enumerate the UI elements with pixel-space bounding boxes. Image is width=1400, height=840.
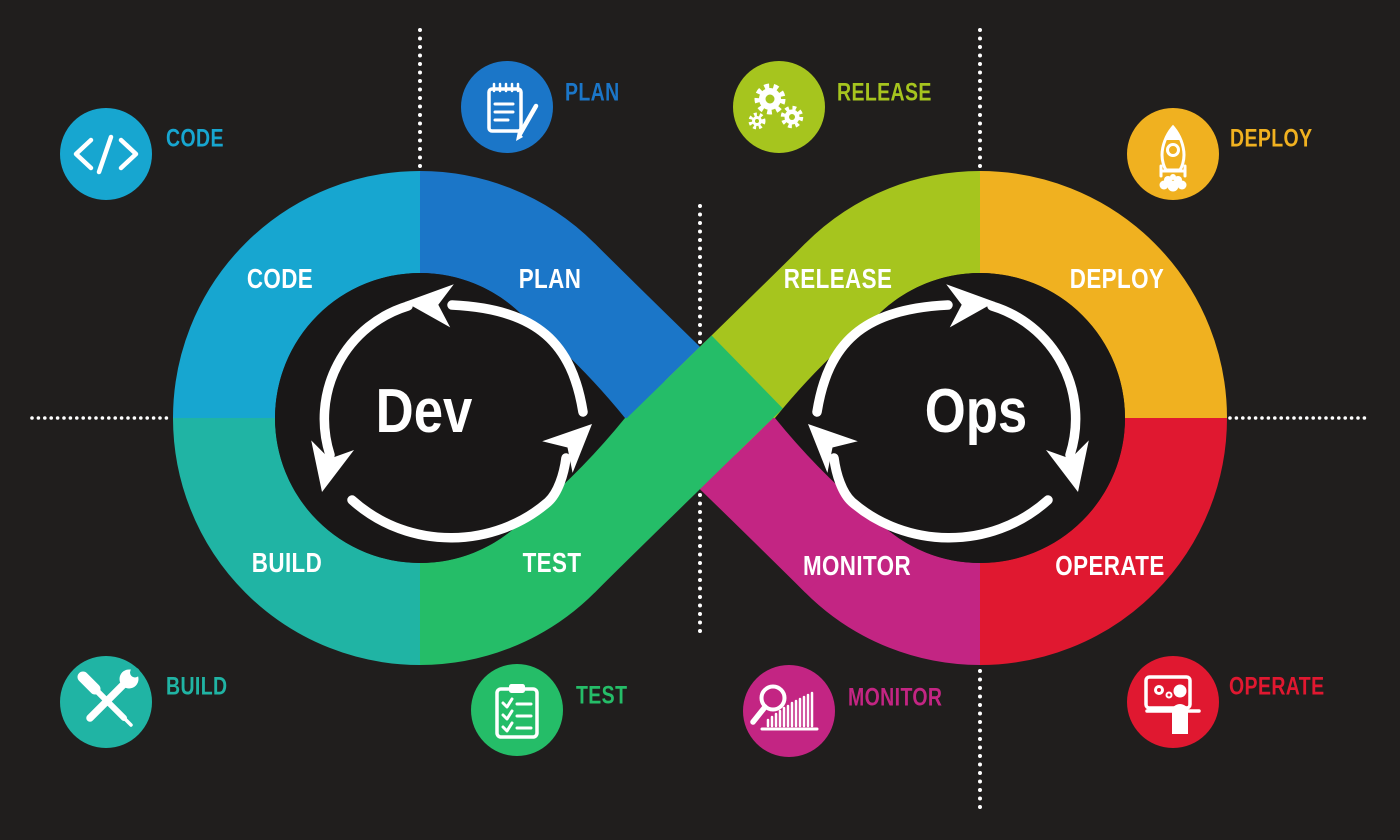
ops-arrow-right-arc — [987, 301, 1081, 460]
badge-plan-circle — [461, 61, 553, 153]
gears-icon — [748, 83, 804, 130]
ops-word-group: Ops — [925, 377, 1027, 446]
dev-label: Dev — [376, 377, 473, 446]
ring-label-operate: OPERATE — [1055, 551, 1164, 582]
ops-cycle-arrowheads — [808, 284, 1089, 492]
badge-operate-label: OPERATE — [1229, 672, 1324, 700]
badge-monitor-label: MONITOR — [848, 683, 942, 711]
dev-arrowhead-bottom-left — [311, 440, 354, 492]
ops-arrow-bottom-sweep — [829, 453, 1053, 543]
ring-label-code: CODE — [247, 264, 313, 295]
badge-code: CODE — [60, 108, 224, 200]
ring-label-release: RELEASE — [784, 264, 893, 295]
ops-arrow-top-arc — [812, 300, 953, 417]
dev-arrow-top-arc — [447, 300, 588, 417]
badge-plan-label: PLAN — [565, 78, 620, 106]
badge-monitor: MONITOR — [743, 665, 942, 757]
segment-operate — [978, 416, 1227, 665]
dev-loop-inner-tip — [522, 315, 625, 521]
dev-cycle-arrowheads — [311, 284, 592, 492]
badge-deploy-label: DEPLOY — [1230, 124, 1312, 152]
dev-arrowhead-tip — [542, 424, 592, 473]
badge-deploy: DEPLOY — [1127, 108, 1312, 200]
magnifier-chart-icon — [750, 684, 819, 731]
ring-label-build: BUILD — [252, 548, 322, 579]
dotted-guides — [30, 28, 1370, 812]
segment-deploy — [978, 171, 1227, 420]
ring-label-test: TEST — [523, 548, 582, 579]
dev-word-group: Dev — [376, 377, 473, 446]
badge-build-label: BUILD — [166, 672, 227, 700]
badge-release-label: RELEASE — [837, 78, 932, 106]
ops-cycle-arrows — [812, 300, 1081, 543]
ring-label-plan: PLAN — [519, 264, 582, 295]
ops-loop-inner-tip — [775, 315, 878, 521]
dev-arrow-left-arc — [319, 301, 413, 460]
badge-test: TEST — [471, 664, 627, 756]
dev-arrow-bottom-sweep — [347, 453, 571, 543]
segment-build — [173, 416, 422, 665]
crossed-tools-icon — [77, 667, 140, 727]
badge-test-circle — [471, 664, 563, 756]
ops-arrowhead-bottom-right — [1046, 440, 1089, 492]
ops-label: Ops — [925, 377, 1027, 446]
code-brackets-icon — [73, 134, 139, 175]
badge-test-label: TEST — [576, 681, 627, 709]
ring-label-deploy: DEPLOY — [1070, 264, 1164, 295]
ring-label-monitor: MONITOR — [803, 551, 911, 582]
rocket-icon — [1159, 124, 1187, 192]
badge-plan: PLAN — [461, 61, 620, 153]
badge-release: RELEASE — [733, 61, 932, 153]
checklist-clipboard-icon — [495, 684, 539, 739]
badge-build: BUILD — [60, 656, 227, 748]
dev-cycle-arrows — [319, 300, 588, 543]
segment-code — [173, 171, 422, 420]
operator-workstation-icon — [1144, 675, 1201, 734]
dev-arrowhead-top — [405, 284, 454, 328]
ring-labels: CODE PLAN BUILD TEST RELEASE DEPLOY MONI… — [247, 264, 1164, 582]
badge-code-label: CODE — [166, 124, 224, 152]
ops-arrowhead-top — [946, 284, 995, 328]
notepad-pencil-icon — [487, 82, 539, 141]
infinity-loop — [173, 171, 1227, 665]
badge-operate: OPERATE — [1127, 656, 1324, 748]
badge-operate-circle — [1127, 656, 1219, 748]
band-test — [522, 335, 783, 593]
ops-arrowhead-tip — [808, 424, 858, 473]
